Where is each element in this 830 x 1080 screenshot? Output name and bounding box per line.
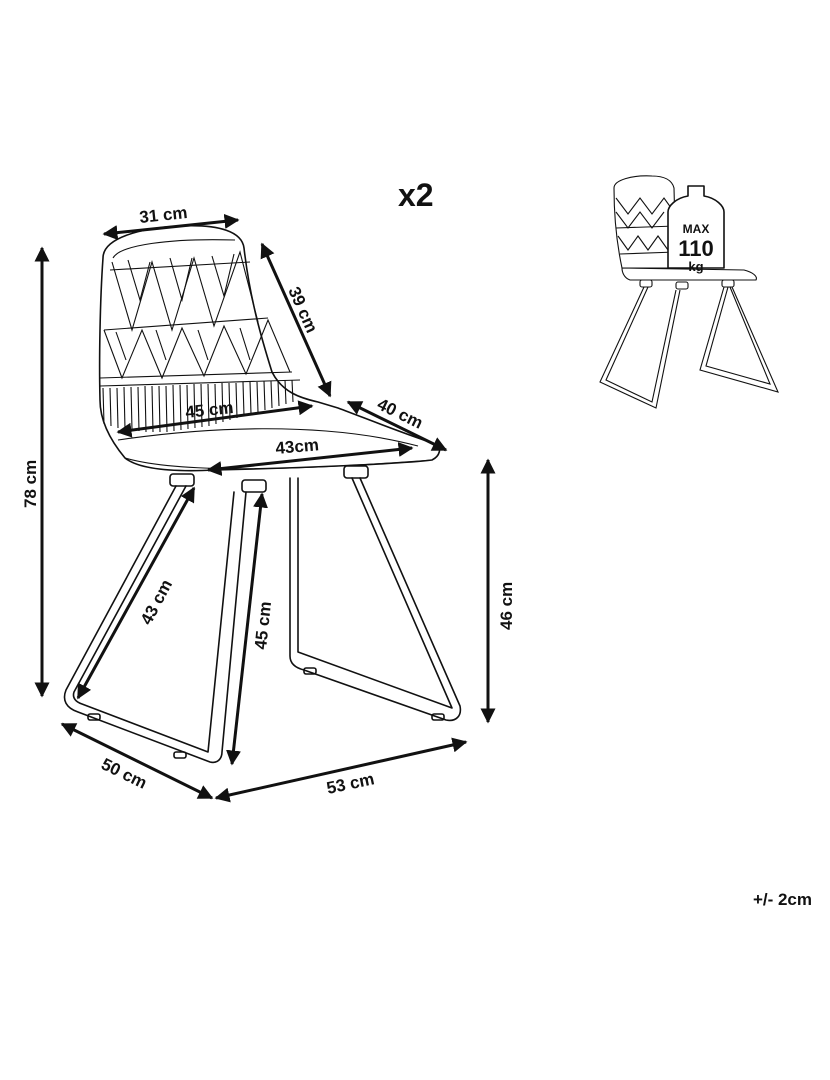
dimension-arrows — [34, 213, 496, 803]
dim-back-leg: 45 cm — [251, 600, 275, 650]
load-value: 110 — [678, 236, 714, 261]
dim-top-width: 31 cm — [138, 203, 188, 227]
dim-front-leg: 43 cm — [137, 576, 176, 627]
dim-seat-width-back: 45 cm — [184, 398, 234, 422]
chair-load-thumbnail-icon: MAX 110 kg — [599, 175, 779, 409]
backrest-pattern — [99, 250, 293, 380]
dim-seat-height: 46 cm — [497, 582, 516, 630]
load-unit: kg — [688, 259, 703, 274]
tolerance-note: +/- 2cm — [753, 890, 812, 909]
weight-icon: MAX 110 kg — [667, 185, 725, 274]
dim-seat-width-front: 43cm — [275, 435, 320, 458]
quantity-label: x2 — [398, 177, 434, 213]
chair-drawing — [63, 224, 462, 764]
dim-base-width: 53 cm — [325, 769, 376, 798]
dim-total-height: 78 cm — [21, 460, 40, 508]
load-max-label: MAX — [683, 222, 710, 236]
dim-base-depth: 50 cm — [98, 755, 150, 793]
